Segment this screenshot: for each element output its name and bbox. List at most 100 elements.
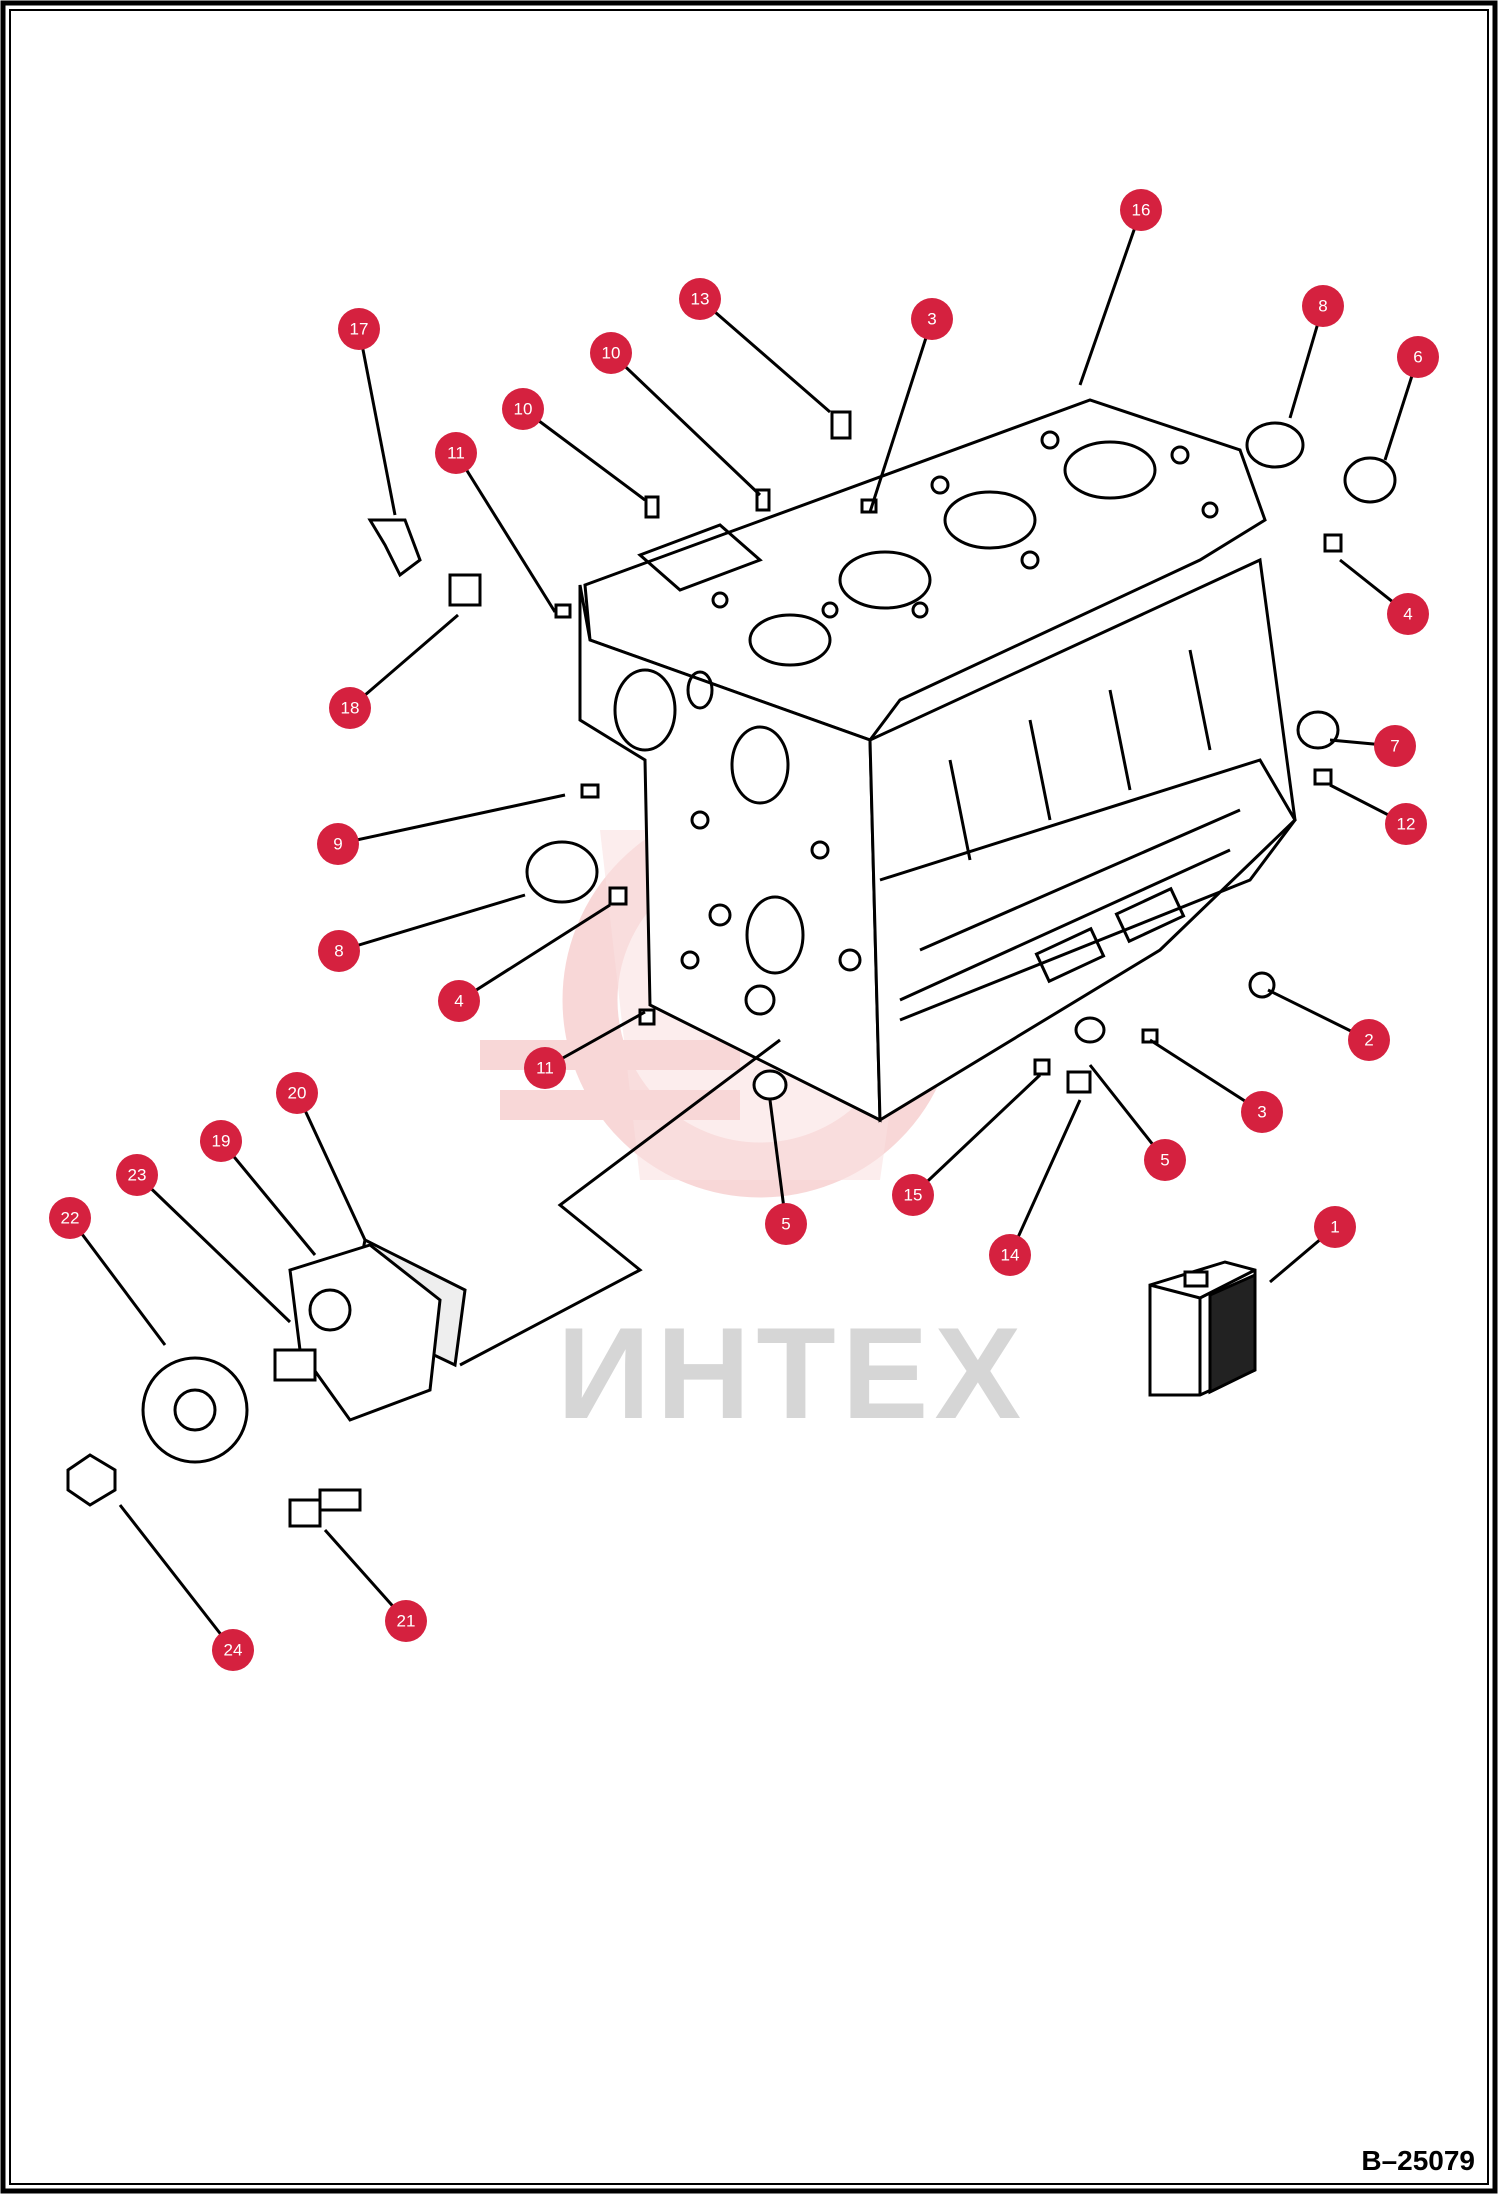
callout-3[interactable]: 3 [911,298,953,340]
callout-3[interactable]: 3 [1241,1091,1283,1133]
callout-number: 9 [333,835,342,854]
callout-number: 13 [691,290,710,309]
callout-number: 21 [397,1612,416,1631]
callout-8[interactable]: 8 [318,930,360,972]
callout-4[interactable]: 4 [438,980,480,1022]
callout-number: 11 [447,444,465,463]
callout-number: 20 [288,1084,307,1103]
callout-marker [502,388,544,430]
callout-19[interactable]: 19 [200,1120,242,1162]
callout-number: 14 [1001,1246,1020,1265]
leader-line-18 [349,613,459,710]
callout-marker [276,1072,318,1114]
callout-14[interactable]: 14 [989,1234,1031,1276]
callout-24[interactable]: 24 [212,1629,254,1671]
callout-12[interactable]: 12 [1385,803,1427,845]
callout-15[interactable]: 15 [892,1174,934,1216]
callout-marker [1241,1091,1283,1133]
callout-number: 24 [224,1641,243,1660]
callout-7[interactable]: 7 [1374,725,1416,767]
callout-marker [1314,1206,1356,1248]
engine-block [578,398,1297,1123]
callout-10[interactable]: 10 [590,332,632,374]
callout-marker [1387,593,1429,635]
callout-marker [1385,803,1427,845]
leader-line-4 [458,903,611,1003]
leader-line-9 [337,793,566,846]
callout-marker [1302,285,1344,327]
leader-line-14 [1008,1099,1082,1256]
callout-6[interactable]: 6 [1397,336,1439,378]
callout-4[interactable]: 4 [1387,593,1429,635]
callout-number: 4 [454,992,463,1011]
callout-16[interactable]: 16 [1120,189,1162,231]
callout-22[interactable]: 22 [49,1197,91,1239]
callout-number: 16 [1132,201,1151,220]
oil-pump-assembly [66,1237,467,1528]
callout-number: 6 [1413,348,1422,367]
callout-marker [1397,336,1439,378]
leader-line-3 [1149,1038,1263,1114]
callout-marker [329,687,371,729]
callout-marker [385,1600,427,1642]
leader-line-3 [868,318,934,513]
callout-2[interactable]: 2 [1348,1019,1390,1061]
callout-number: 2 [1364,1031,1373,1050]
callout-marker [338,308,380,350]
callout-number: 22 [61,1209,80,1228]
callout-marker [989,1234,1031,1276]
callout-number: 8 [334,942,343,961]
leader-line-8 [338,893,526,953]
part-box [1148,1260,1257,1397]
callout-13[interactable]: 13 [679,278,721,320]
callout-21[interactable]: 21 [385,1600,427,1642]
callout-marker [438,980,480,1022]
callout-5[interactable]: 5 [1144,1139,1186,1181]
callout-23[interactable]: 23 [116,1154,158,1196]
callout-8[interactable]: 8 [1302,285,1344,327]
leader-line-15 [911,1073,1042,1197]
small-parts [367,410,1397,1101]
callout-marker [212,1629,254,1671]
diagram-inner-border [9,9,1489,2185]
callout-marker [49,1197,91,1239]
callout-marker [1374,725,1416,767]
leader-line-17 [357,328,397,516]
callout-marker [318,930,360,972]
callout-marker [116,1154,158,1196]
callout-11[interactable]: 11 [524,1047,566,1089]
leader-line-10 [609,351,762,497]
watermark-text: ИНТЕХ [557,1300,1027,1446]
callout-marker [892,1174,934,1216]
callout-number: 12 [1397,815,1416,834]
callout-number: 10 [514,400,533,419]
callout-number: 23 [128,1166,147,1185]
callout-number: 11 [536,1059,554,1078]
callout-number: 4 [1403,605,1412,624]
callout-number: 15 [904,1186,923,1205]
callout-18[interactable]: 18 [329,687,371,729]
leader-line-23 [135,1173,292,1324]
callout-17[interactable]: 17 [338,308,380,350]
callout-1[interactable]: 1 [1314,1206,1356,1248]
callout-number: 3 [927,310,936,329]
callout-marker [524,1047,566,1089]
callout-9[interactable]: 9 [317,823,359,865]
callout-marker [435,432,477,474]
figure-id: B–25079 [1361,2145,1475,2176]
leader-line-19 [219,1140,317,1256]
callout-number: 7 [1390,737,1399,756]
callout-10[interactable]: 10 [502,388,544,430]
leader-line-10 [522,407,646,502]
callout-20[interactable]: 20 [276,1072,318,1114]
callout-marker [1348,1019,1390,1061]
callout-5[interactable]: 5 [765,1203,807,1245]
callout-11[interactable]: 11 [435,432,477,474]
callout-number: 5 [781,1215,790,1234]
callout-marker [200,1120,242,1162]
callout-number: 8 [1318,297,1327,316]
callout-number: 19 [212,1132,231,1151]
callout-number: 18 [341,699,360,718]
